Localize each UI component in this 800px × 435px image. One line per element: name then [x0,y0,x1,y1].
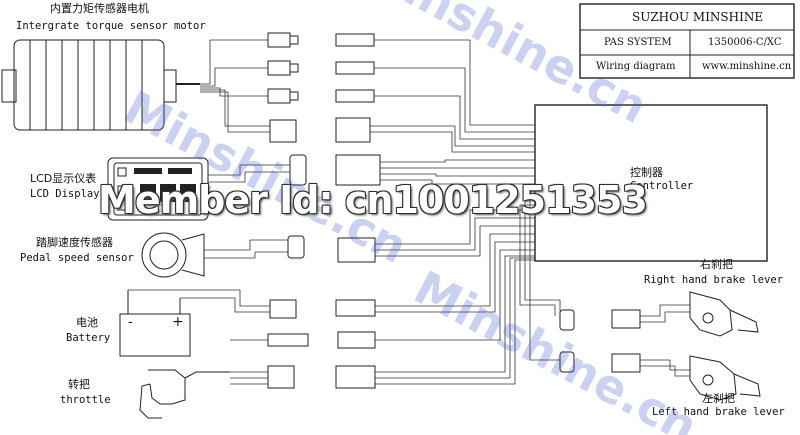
lcd-glyphs [134,168,196,202]
controller-label-en: Controller [630,180,694,192]
left-brake-lever-shape [689,355,761,401]
throttle-label-en: throttle [60,394,111,406]
motor-label-en: Intergrate torque sensor motor [16,20,206,32]
left-brake-label-en: Left hand brake lever [652,406,785,418]
title-block-frame [579,3,795,79]
right-brake-lever-shape [689,291,759,337]
controller-label-cn: 控制器 [630,166,663,179]
drawing-type: Wiring diagram [596,61,676,72]
right-brake-label-en: Right hand brake lever [644,274,784,286]
motor-label-cn: 内置力矩传感器电机 [50,2,149,15]
lcd-display-shape [107,157,209,221]
battery-label-cn: 电池 [76,316,98,329]
wires [128,39,690,385]
website: www.minshine.cn [702,61,792,72]
company-name: SUZHOU MINSHINE [632,10,764,24]
battery-plus: + [172,314,184,330]
throttle-label-cn: 转把 [68,378,90,391]
motor-shape [1,39,200,131]
battery-minus: - [128,314,133,330]
pedal-sensor-shape [141,232,205,278]
pedal-label-en: Pedal speed sensor [20,252,134,264]
lcd-label-en: LCD Display [30,188,100,200]
battery-shape [119,290,191,357]
left-brake-label-cn: 左刹把 [702,392,735,405]
system-name: PAS SYSTEM [604,37,672,48]
connectors [267,32,641,389]
controller-box [534,104,768,262]
lcd-label-cn: LCD显示仪表 [30,172,97,185]
model-number: 1350006-C/XC [708,37,782,48]
pedal-label-cn: 踏脚速度传感器 [36,236,113,249]
right-brake-label-cn: 右刹把 [700,258,733,271]
battery-label-en: Battery [66,332,111,344]
throttle-shape [139,369,230,419]
member-id-watermark: Member Id: cn1001251353 [98,178,648,222]
